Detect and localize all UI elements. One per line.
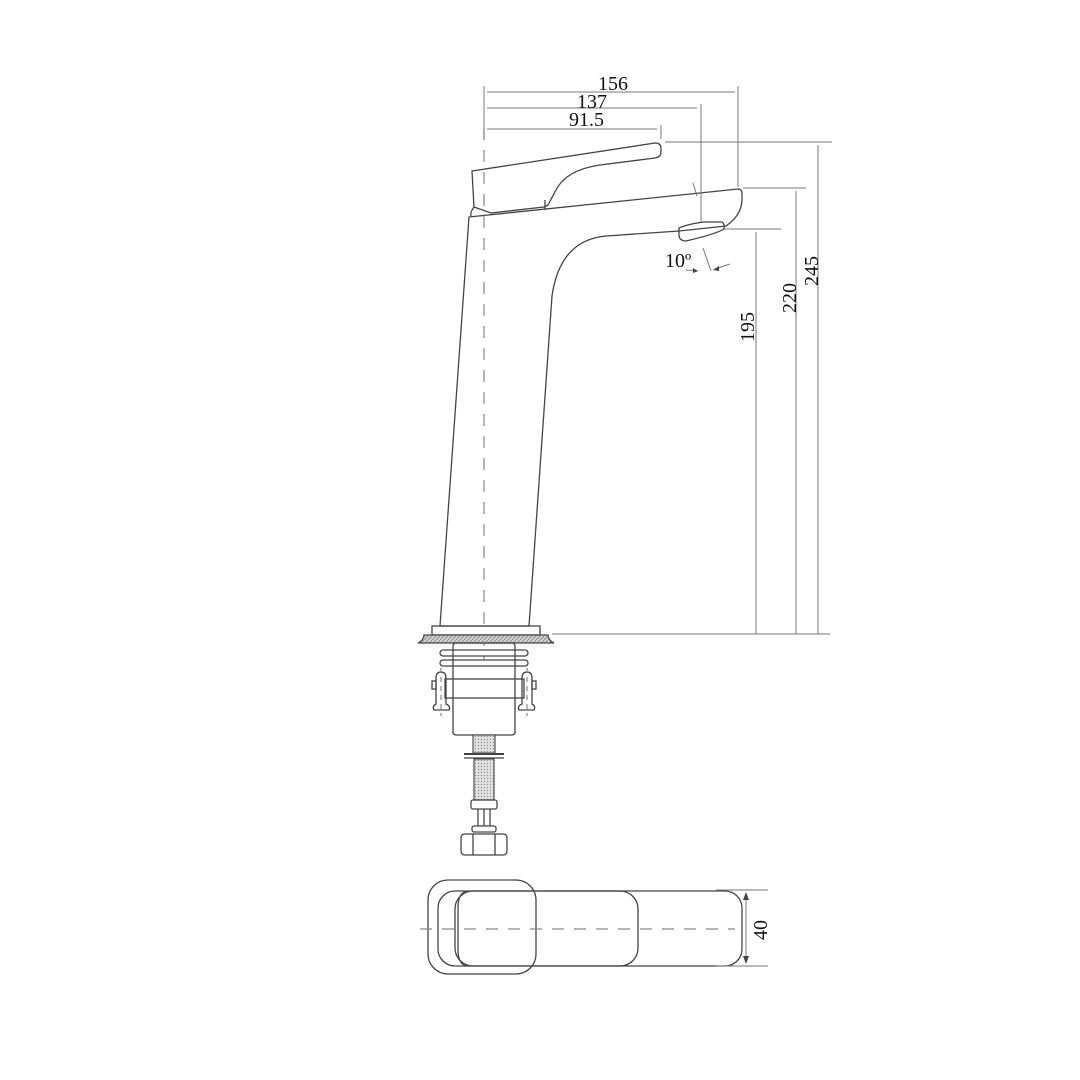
arrowhead-40-bottom [743,956,749,964]
arrowhead-left [693,268,698,273]
dim-label-156: 156 [598,73,628,95]
plan-body-outline [437,890,743,967]
arrowhead-right [713,266,719,271]
angle-leader-2 [702,247,712,272]
clamp-bracket [444,678,525,699]
hose-collar [471,825,497,833]
base-plate [431,625,541,636]
plan-lever-inner-edge [457,890,470,967]
arrowhead-40-top [743,892,749,900]
angle-label-10deg: 10º [665,250,691,272]
washer-2 [439,659,529,667]
washer-1 [439,649,529,657]
left-bolt [432,671,451,711]
dim-label-91-5: 91.5 [569,109,604,131]
dim-label-245: 245 [801,256,823,286]
right-bolt [517,671,536,711]
dim-label-137: 137 [577,91,607,113]
plan-handle-outline [427,879,537,975]
lever-handle [471,142,662,214]
base-gasket-hatched [417,634,555,644]
flex-hose-upper [472,734,496,754]
left-bolt-tab [431,680,437,690]
aerator-outlet [678,221,725,242]
top-plan-view: 40 [420,879,772,975]
right-bolt-tab [531,680,537,690]
flex-hose-lower [473,758,495,801]
faucet-body [439,188,743,627]
dim-label-40: 40 [750,920,772,940]
dim-label-220: 220 [779,283,801,313]
side-elevation-view: 156 137 91.5 245 220 195 10º [417,73,832,856]
angle-leader-1 [692,182,698,197]
hose-ferrule [470,799,498,810]
plan-lever-top [454,890,639,967]
dim-label-195: 195 [737,312,759,342]
cartridge-cap-arc [470,206,475,217]
hose-nut [460,833,508,856]
